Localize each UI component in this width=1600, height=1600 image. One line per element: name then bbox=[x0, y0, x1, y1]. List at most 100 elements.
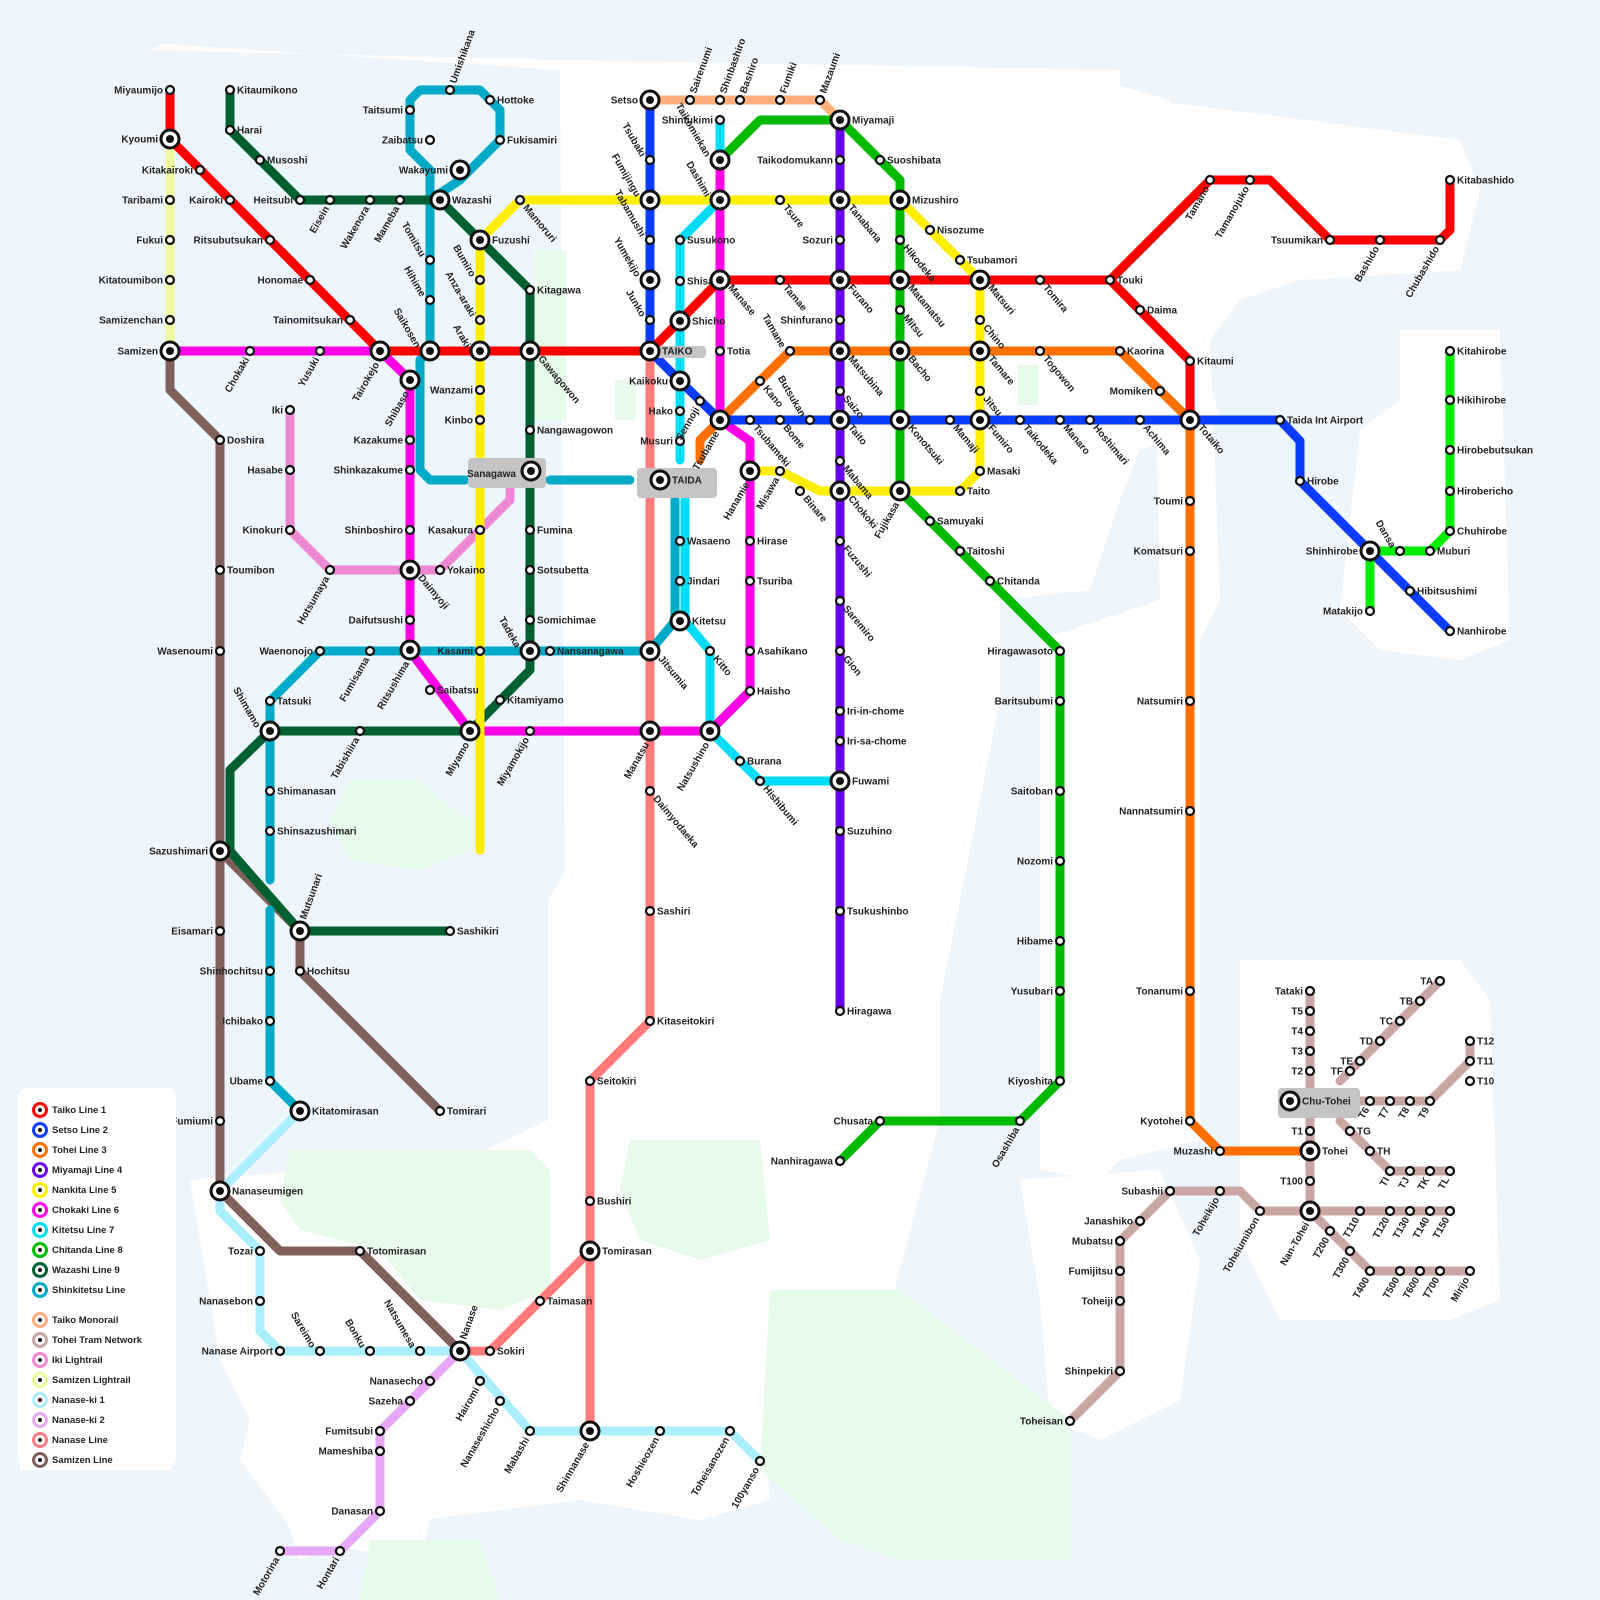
legend-item[interactable]: Samizen Line bbox=[18, 1450, 176, 1470]
station[interactable]: Kitaseitokiri bbox=[646, 1017, 714, 1028]
legend-item[interactable]: Shinkitetsu Line bbox=[18, 1280, 176, 1300]
station[interactable]: Kitatomirasan bbox=[291, 1102, 379, 1120]
station[interactable]: Harai bbox=[226, 126, 262, 137]
station[interactable]: Saibatsu bbox=[426, 686, 479, 697]
station[interactable]: Iri-in-chome bbox=[836, 707, 905, 718]
station[interactable]: Miyamokijo bbox=[495, 727, 534, 788]
legend-item[interactable]: Nanase-ki 1 bbox=[18, 1390, 176, 1410]
station[interactable]: Nannatsumiri bbox=[1119, 807, 1194, 818]
station[interactable]: Kitatoumibon bbox=[99, 276, 174, 287]
station[interactable]: Yokaino bbox=[436, 566, 485, 577]
station[interactable]: TE bbox=[1340, 1057, 1364, 1068]
station[interactable]: Taikodomukann bbox=[757, 156, 844, 167]
station[interactable]: Hirobericho bbox=[1446, 487, 1513, 498]
station[interactable]: Somichimae bbox=[526, 616, 596, 627]
station[interactable]: Hirobebutsukan bbox=[1446, 446, 1533, 457]
station[interactable]: Shinboshiro bbox=[345, 526, 414, 537]
station[interactable]: Iri-sa-chome bbox=[836, 737, 907, 748]
legend-item[interactable]: Iki Lightrail bbox=[18, 1350, 176, 1370]
station[interactable]: Hiragawasoto bbox=[987, 647, 1064, 658]
station[interactable]: Kitabashido bbox=[1446, 176, 1514, 187]
station[interactable]: TF bbox=[1331, 1067, 1354, 1078]
station[interactable]: Tozai bbox=[228, 1247, 264, 1258]
station[interactable]: T11 bbox=[1466, 1057, 1494, 1068]
station[interactable]: Samizenchan bbox=[99, 316, 174, 327]
station[interactable]: Wakayumi bbox=[399, 161, 469, 179]
station[interactable]: Nanase Airport bbox=[202, 1347, 284, 1358]
station[interactable]: Kinokuri bbox=[242, 526, 294, 537]
station[interactable]: Samizen bbox=[117, 342, 179, 360]
legend-item[interactable]: Chokaki Line 6 bbox=[18, 1200, 176, 1220]
station[interactable]: Kazakume bbox=[354, 436, 414, 447]
station[interactable]: Touki bbox=[1106, 276, 1143, 287]
station[interactable]: Fuzushi bbox=[471, 231, 530, 249]
legend-item[interactable]: Kitetsu Line 7 bbox=[18, 1220, 176, 1240]
station[interactable]: T3 bbox=[1291, 1047, 1314, 1058]
station[interactable]: Taida Int Airport bbox=[1276, 416, 1364, 427]
station[interactable]: Totia bbox=[716, 347, 751, 358]
station[interactable]: Tainomitsukan bbox=[273, 316, 354, 327]
station[interactable]: T1 bbox=[1291, 1127, 1314, 1138]
station[interactable]: Heitsubi bbox=[254, 196, 304, 207]
station[interactable]: TG bbox=[1346, 1127, 1371, 1138]
station[interactable]: Muzashi bbox=[1174, 1147, 1224, 1158]
legend-item[interactable]: Nanase Line bbox=[18, 1430, 176, 1450]
station[interactable]: Tsukushinbo bbox=[836, 907, 908, 918]
station[interactable]: Hako bbox=[649, 407, 684, 418]
station[interactable]: T4 bbox=[1291, 1027, 1314, 1038]
station[interactable]: Wazashi bbox=[431, 191, 492, 209]
station[interactable]: Miyaumijo bbox=[114, 86, 174, 97]
station[interactable]: Shinsazushimari bbox=[266, 827, 357, 838]
station[interactable]: T100 bbox=[1280, 1177, 1314, 1188]
station[interactable]: Fukisamiri bbox=[496, 136, 557, 147]
legend-item[interactable]: Tohei Line 3 bbox=[18, 1140, 176, 1160]
station[interactable]: Shimanasan bbox=[266, 787, 336, 798]
station[interactable]: T2 bbox=[1291, 1067, 1314, 1078]
station[interactable]: Wasenoumi bbox=[157, 647, 224, 658]
station[interactable]: TH bbox=[1366, 1147, 1390, 1158]
station[interactable]: Ritsubutsukan bbox=[194, 236, 274, 247]
station[interactable]: T10 bbox=[1466, 1077, 1495, 1088]
station[interactable]: TA bbox=[1420, 977, 1444, 988]
station[interactable]: Shinhirobe bbox=[1306, 542, 1379, 560]
station[interactable]: Shinhochitsu bbox=[200, 967, 274, 978]
station[interactable]: TD bbox=[1360, 1037, 1384, 1048]
station[interactable]: Zaibatsu bbox=[382, 136, 434, 147]
legend-item[interactable]: Wazashi Line 9 bbox=[18, 1260, 176, 1280]
legend-item[interactable]: Chitanda Line 8 bbox=[18, 1240, 176, 1260]
station[interactable]: Motorina bbox=[252, 1547, 284, 1598]
station[interactable]: Sazushimari bbox=[149, 842, 229, 860]
legend-item[interactable]: Taiko Line 1 bbox=[18, 1100, 176, 1120]
legend-item[interactable]: Setso Line 2 bbox=[18, 1120, 176, 1140]
station[interactable]: Taito bbox=[956, 487, 990, 498]
station[interactable]: Fumisama bbox=[338, 647, 374, 704]
legend-item[interactable]: Samizen Lightrail bbox=[18, 1370, 176, 1390]
station[interactable]: Daifutsushi bbox=[349, 616, 414, 627]
station[interactable]: Hotsumaya bbox=[296, 566, 334, 627]
station[interactable]: Nansanagawa bbox=[546, 647, 624, 658]
station[interactable]: Kairoki bbox=[189, 196, 234, 207]
legend-item[interactable]: Miyamaji Line 4 bbox=[18, 1160, 176, 1180]
station[interactable]: T5 bbox=[1291, 1007, 1314, 1018]
station[interactable]: Iki bbox=[272, 406, 294, 417]
station[interactable]: TB bbox=[1400, 997, 1424, 1008]
station[interactable]: Kitaumikono bbox=[226, 86, 298, 97]
station[interactable]: Hibitsushimi bbox=[1406, 587, 1477, 598]
station[interactable]: Nangawagowon bbox=[526, 426, 613, 437]
station[interactable]: Totomirasan bbox=[356, 1247, 426, 1258]
station[interactable]: T12 bbox=[1466, 1037, 1495, 1048]
legend-item[interactable]: Taiko Monorail bbox=[18, 1310, 176, 1330]
station[interactable]: Kyoumi bbox=[121, 130, 179, 148]
station[interactable]: Shinkazakume bbox=[334, 466, 414, 477]
station-label: Eisein bbox=[308, 205, 332, 236]
legend-item[interactable]: Nanase-ki 2 bbox=[18, 1410, 176, 1430]
station[interactable]: Kitamiyamo bbox=[496, 696, 564, 707]
station[interactable]: Tomirari bbox=[436, 1107, 486, 1118]
station[interactable]: Ubame bbox=[230, 1077, 274, 1088]
legend-item[interactable]: Nankita Line 5 bbox=[18, 1180, 176, 1200]
station[interactable]: Sashikiri bbox=[446, 927, 499, 938]
station[interactable]: Sotsubetta bbox=[526, 566, 589, 577]
station[interactable]: TC bbox=[1380, 1017, 1404, 1028]
legend-item[interactable]: Tohei Tram Network bbox=[18, 1330, 176, 1350]
station[interactable]: Toumibon bbox=[216, 566, 275, 577]
